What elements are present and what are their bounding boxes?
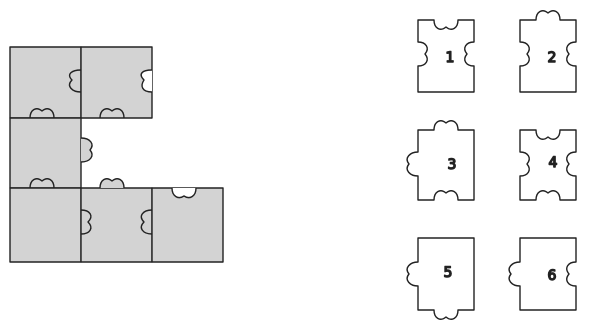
option-2[interactable]: 2 bbox=[520, 11, 576, 92]
assembled-piece-r1c2 bbox=[81, 47, 152, 118]
option-5-label: 5 bbox=[444, 265, 453, 281]
option-3-label: 3 bbox=[448, 157, 457, 173]
tab-bump-r3c2-top bbox=[100, 179, 124, 188]
option-5[interactable]: 5 bbox=[407, 238, 474, 319]
option-pieces: 1 2 3 4 5 6 bbox=[407, 11, 576, 319]
option-1[interactable]: 1 bbox=[418, 20, 474, 92]
option-4-label: 4 bbox=[549, 155, 558, 171]
option-6-label: 6 bbox=[548, 268, 557, 284]
assembled-piece-r3c3 bbox=[152, 188, 223, 262]
assembled-puzzle bbox=[10, 47, 223, 262]
tab-bump-r2c1-right bbox=[81, 138, 92, 162]
option-6-piece bbox=[509, 238, 576, 310]
option-3-piece bbox=[407, 121, 474, 200]
assembled-piece-r2c1 bbox=[10, 118, 81, 188]
option-1-label: 1 bbox=[446, 50, 455, 66]
option-6[interactable]: 6 bbox=[509, 238, 576, 310]
option-5-piece bbox=[407, 238, 474, 319]
option-2-label: 2 bbox=[548, 50, 557, 66]
tab-notch-r1c2-right bbox=[141, 70, 152, 92]
option-3[interactable]: 3 bbox=[407, 121, 474, 200]
assembled-piece-r3c1 bbox=[10, 188, 81, 262]
tab-notch-r3c3-top bbox=[172, 188, 196, 198]
option-4[interactable]: 4 bbox=[520, 130, 576, 200]
